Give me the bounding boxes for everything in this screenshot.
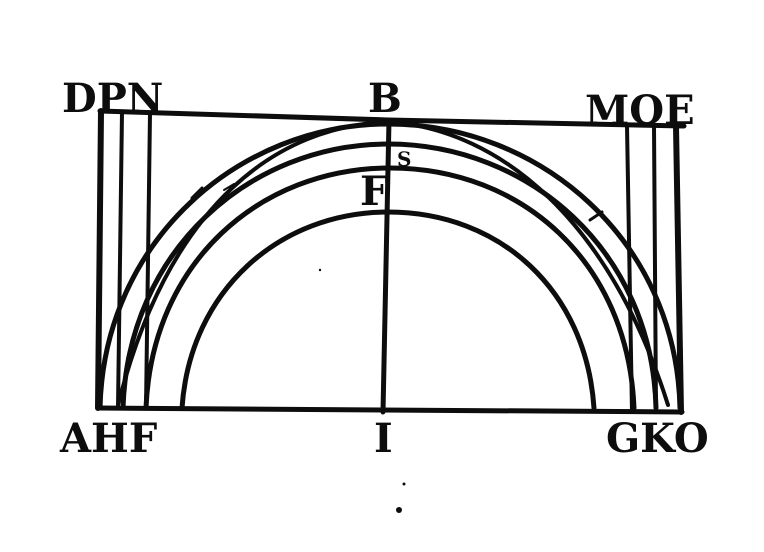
right-post-e	[673, 123, 684, 415]
left-post-p	[116, 110, 124, 410]
label-top-center: B	[368, 75, 402, 122]
dot-speck	[318, 268, 322, 272]
tick-left	[190, 186, 204, 200]
dot-small	[402, 482, 406, 486]
arch-third	[143, 165, 637, 411]
label-small-mark: S	[397, 147, 411, 171]
label-inner-top: F	[360, 168, 388, 215]
bottom-line	[95, 405, 685, 415]
left-post-d	[95, 108, 104, 411]
dot-bottom	[396, 507, 402, 513]
arch-inner	[179, 209, 597, 411]
label-bottom-center: I	[374, 415, 393, 462]
tick-left-2	[223, 183, 235, 191]
label-bottom-right: GKO	[606, 415, 709, 462]
label-top-right: MOE	[585, 87, 695, 134]
left-post-n	[144, 111, 152, 410]
chord-right	[388, 120, 670, 407]
tick-right	[588, 210, 604, 222]
arch-second	[120, 141, 659, 411]
label-top-left: DPN	[62, 75, 163, 122]
axis-bi	[380, 117, 392, 415]
chord-left	[116, 120, 390, 407]
label-bottom-left: AHF	[59, 415, 157, 462]
